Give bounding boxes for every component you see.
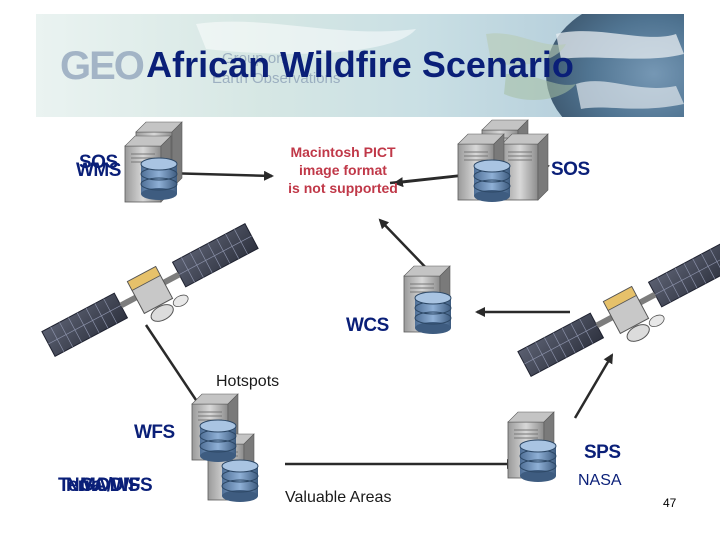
label-valuable-areas: Valuable Areas [285,489,392,506]
server-sos-right [457,119,549,203]
satellite-left [39,219,268,374]
label-terra: Terra [58,475,102,496]
logo-subtitle-2: Earth Observations [212,70,341,87]
arrow-wcs-to-image [378,218,431,273]
label-sos-right: SOS [551,159,590,180]
satellite-right [515,239,720,394]
geo-logo: GEO [60,44,145,88]
earth-banner-image [36,14,684,117]
label-modis: MODIS [80,475,140,496]
label-sps: SPS [584,442,621,463]
server-wfs [191,393,259,503]
placeholder-line-3: is not supported [288,180,398,196]
placeholder-line-2: image format [299,162,387,178]
label-sos-left: SOS [79,152,118,173]
label-nga-wfs: NGA/WFS [66,475,153,496]
server-wcs [403,265,452,335]
server-sps [507,411,557,483]
arrow-sps-to-satellite [573,353,614,419]
placeholder-line-1: Macintosh PICT [290,144,396,160]
header-banner: GEO Group on Earth Observations [36,14,684,117]
label-wcs: WCS [346,315,389,336]
logo-subtitle-1: Group on [222,50,285,67]
unsupported-image-placeholder: Macintosh PICT image format is not suppo… [283,143,403,197]
label-wms: WMS [76,160,121,181]
label-nasa: NASA [578,472,622,489]
label-hotspots: Hotspots [216,373,280,390]
label-wfs: WFS [134,422,175,443]
server-sos-wms [124,121,183,203]
page-number: 47 [663,496,677,510]
slide-title: African Wildfire Scenario [146,44,574,85]
